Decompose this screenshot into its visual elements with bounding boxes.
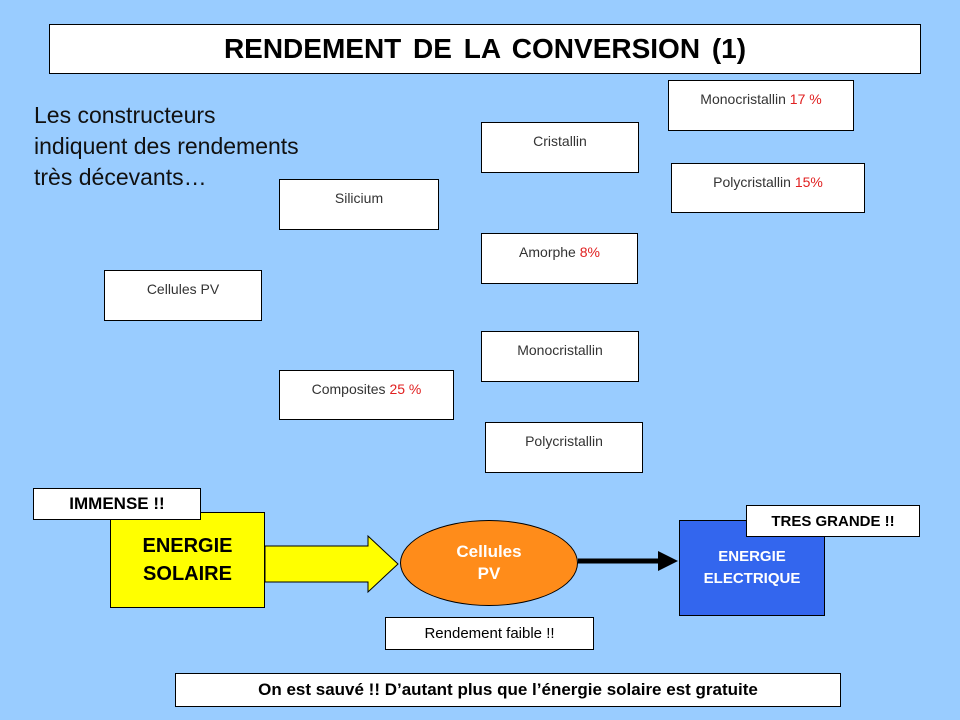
electrique-line-1: ENERGIE xyxy=(718,548,786,565)
intro-line-1: Les constructeurs xyxy=(34,102,216,128)
node-value: 15% xyxy=(794,174,823,190)
node-label: Composites xyxy=(311,381,386,397)
cellules-line-1: Cellules xyxy=(456,542,522,561)
solaire-line-2: SOLAIRE xyxy=(143,563,232,585)
immense-label: IMMENSE !! xyxy=(33,488,201,520)
node-label: Silicium xyxy=(334,190,384,206)
node-value: 25 % xyxy=(389,381,422,397)
node-monocristallin: Monocristallin xyxy=(481,331,639,382)
node-amorphe: Amorphe 8% xyxy=(481,233,638,284)
cellules-line-2: PV xyxy=(477,564,501,583)
node-label: Cellules PV xyxy=(146,281,220,297)
node-label: Monocristallin xyxy=(517,342,603,358)
node-polycristallin: Polycristallin xyxy=(485,422,643,473)
tres-grande-label: TRES GRANDE !! xyxy=(746,505,920,537)
node-label: Cristallin xyxy=(533,133,587,149)
solaire-line-1: ENERGIE xyxy=(142,535,233,557)
electrique-line-2: ELECTRIQUE xyxy=(703,570,801,587)
node-composites: Composites 25 % xyxy=(279,370,454,420)
node-poly-cristallin-15: Polycristallin 15% xyxy=(671,163,865,213)
slide-title: RENDEMENT DE LA CONVERSION (1) xyxy=(49,24,921,74)
rendement-faible-label: Rendement faible !! xyxy=(385,617,594,650)
footer-note: On est sauvé !! D’autant plus que l’éner… xyxy=(175,673,841,707)
node-cristallin: Cristallin xyxy=(481,122,639,173)
yellow-arrow xyxy=(264,534,399,594)
energie-solaire-box: ENERGIE SOLAIRE xyxy=(110,512,265,608)
node-label: Polycristallin xyxy=(713,174,791,190)
intro-text: Les constructeurs indiquent des rendemen… xyxy=(34,100,374,193)
intro-line-3: très décevants… xyxy=(34,164,207,190)
black-arrow-head xyxy=(658,551,678,571)
node-value: 17 % xyxy=(789,91,822,107)
node-label: Amorphe xyxy=(519,244,576,260)
node-silicium: Silicium xyxy=(279,179,439,230)
node-mono-cristallin-17: Monocristallin 17 % xyxy=(668,80,854,131)
node-label: Polycristallin xyxy=(525,433,603,449)
intro-line-2: indiquent des rendements xyxy=(34,133,299,159)
cellules-pv-ellipse: Cellules PV xyxy=(400,520,578,606)
node-value: 8% xyxy=(579,244,600,260)
node-label: Monocristallin xyxy=(700,91,786,107)
node-cellules-pv: Cellules PV xyxy=(104,270,262,321)
